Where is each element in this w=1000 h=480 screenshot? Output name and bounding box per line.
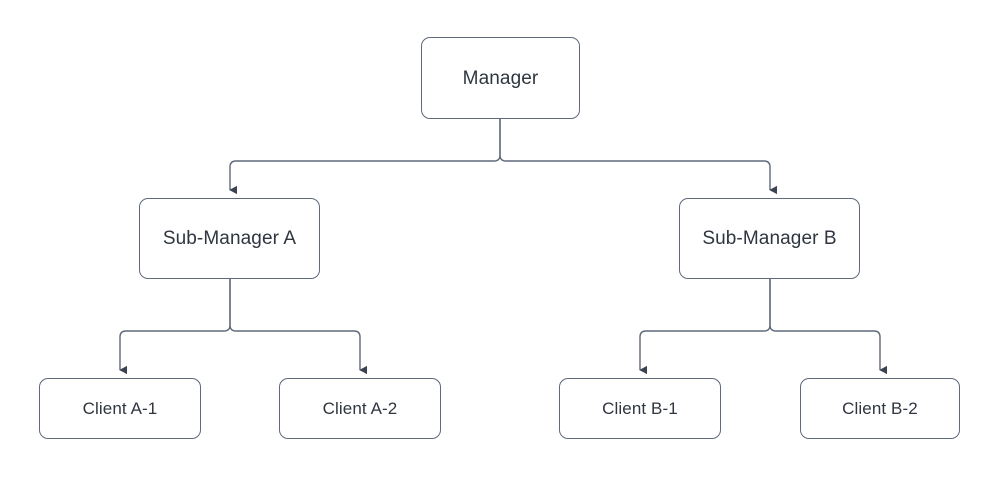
node-sub-manager-b[interactable]: Sub-Manager B	[679, 198, 860, 279]
node-client-a2[interactable]: Client A-2	[279, 378, 441, 439]
node-manager[interactable]: Manager	[421, 37, 580, 119]
edge-sub-b-to-client-b1	[639, 279, 771, 375]
node-client-b2[interactable]: Client B-2	[800, 378, 960, 439]
edge-sub-a-to-client-a2	[229, 279, 367, 375]
edge-manager-to-sub-a	[229, 119, 501, 195]
node-client-a1-label: Client A-1	[82, 399, 158, 418]
node-client-b1-label: Client B-1	[602, 399, 678, 418]
edge-manager-to-sub-b	[499, 119, 777, 195]
node-client-b2-label: Client B-2	[842, 399, 918, 418]
node-manager-label: Manager	[462, 67, 539, 89]
edge-sub-a-to-client-a1	[119, 279, 231, 375]
edge-sub-b-to-client-b2	[769, 279, 887, 375]
node-sub-manager-b-label: Sub-Manager B	[702, 228, 837, 249]
node-sub-manager-a-label: Sub-Manager A	[162, 228, 297, 249]
node-sub-manager-a[interactable]: Sub-Manager A	[139, 198, 320, 279]
node-client-b1[interactable]: Client B-1	[559, 378, 721, 439]
node-client-a1[interactable]: Client A-1	[39, 378, 201, 439]
node-client-a2-label: Client A-2	[322, 399, 398, 418]
